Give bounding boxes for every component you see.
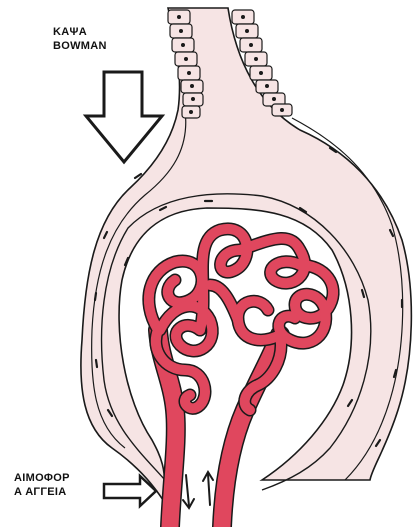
flow-in-arrow-icon — [183, 475, 194, 508]
flow-out-arrow-icon — [203, 472, 213, 505]
arterioles — [158, 330, 280, 527]
capsule-pointer-arrow-icon — [86, 72, 162, 162]
vessels-label: ΑΙΜΟΦΟΡ Α ΑΓΓΕΙΑ — [14, 471, 70, 499]
capsule-label-line2: BOWMAN — [53, 39, 107, 53]
capsule-label-line1: ΚΑΨΑ — [53, 25, 107, 39]
vessels-label-line1: ΑΙΜΟΦΟΡ — [14, 471, 70, 485]
capsule-label: ΚΑΨΑ BOWMAN — [53, 25, 107, 53]
vessels-label-line2: Α ΑΓΓΕΙΑ — [14, 485, 70, 499]
